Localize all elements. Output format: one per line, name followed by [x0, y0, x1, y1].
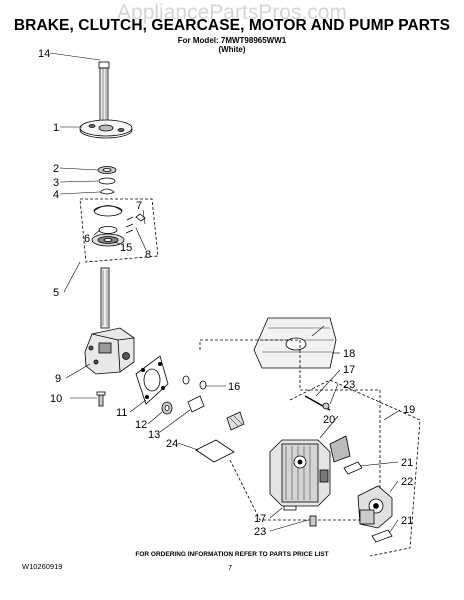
- leader-lines: [49, 52, 401, 533]
- callout-label: 24: [166, 438, 178, 450]
- motor-studs: [283, 395, 331, 527]
- drain-pump: [357, 485, 393, 529]
- document-number: W10260919: [22, 562, 63, 571]
- motor-pad: [195, 439, 235, 463]
- gearcase: [84, 327, 135, 375]
- ordering-note: FOR ORDERING INFORMATION REFER TO PARTS …: [135, 551, 329, 558]
- gearcase-bolt: [96, 391, 106, 407]
- page-title: BRAKE, CLUTCH, GEARCASE, MOTOR AND PUMP …: [13, 17, 451, 34]
- callout-label: 23: [254, 526, 266, 538]
- model-line: For Model: 7MWT98965WW1: [177, 36, 287, 45]
- callout-label: 1: [53, 122, 59, 134]
- callout-label: 10: [50, 393, 62, 405]
- callout-label: 21: [401, 457, 413, 469]
- callout-label: 5: [53, 287, 59, 299]
- callout-label: 23: [343, 379, 355, 391]
- pump-clips: [343, 461, 393, 543]
- callout-label: 16: [228, 381, 240, 393]
- callout-label: 12: [135, 419, 147, 431]
- gearcase-gasket: [135, 355, 169, 405]
- coupler-parts: [161, 375, 245, 431]
- page-number: 7: [228, 563, 233, 572]
- brake-disc: [79, 119, 133, 139]
- callout-label: 3: [53, 177, 59, 189]
- pump-cover: [253, 317, 337, 369]
- callout-label: 14: [38, 48, 50, 60]
- callout-label: 11: [116, 407, 127, 419]
- callout-label: 8: [145, 249, 151, 261]
- callout-label: 22: [401, 476, 413, 488]
- callout-label: 6: [84, 233, 90, 245]
- callout-label: 19: [403, 404, 415, 416]
- callout-label: 17: [343, 364, 355, 376]
- callout-label: 15: [120, 242, 132, 254]
- callout-label: 13: [148, 429, 160, 441]
- callout-label: 17: [254, 513, 266, 525]
- callout-label: 18: [343, 348, 355, 360]
- callout-label: 2: [53, 163, 59, 175]
- washers-stack: [97, 166, 117, 195]
- callout-numbers: 14 1 2 3 4 7 6 15 8 5 9 10 16 11 12 13 2…: [38, 48, 415, 538]
- color-line: (White): [218, 45, 246, 54]
- callout-label: 4: [53, 189, 59, 201]
- clutch-assembly-box: [79, 198, 159, 263]
- drive-motor: [269, 435, 351, 507]
- callout-label: 7: [136, 200, 142, 212]
- callout-label: 9: [55, 373, 61, 385]
- callout-label: 20: [323, 414, 335, 426]
- callout-label: 21: [401, 515, 413, 527]
- watermark: AppliancePartsPros.com: [117, 1, 347, 24]
- transmission-shaft: [100, 267, 110, 329]
- motor-group-outline: [199, 339, 421, 557]
